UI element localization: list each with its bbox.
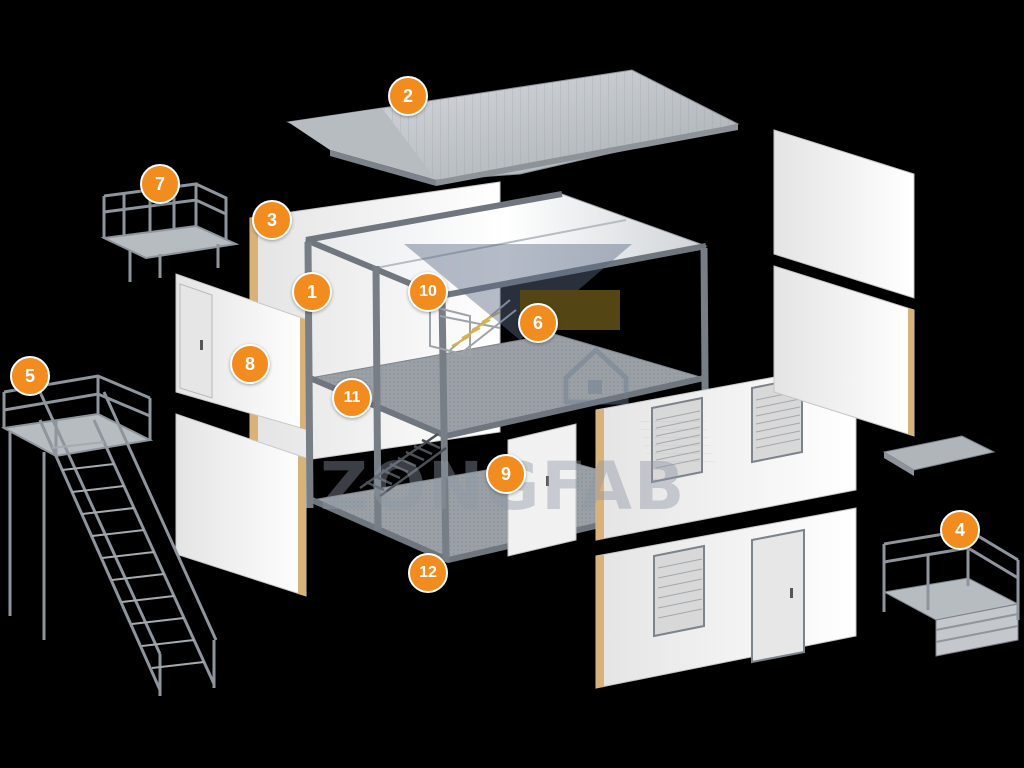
marker-6-stair-railing[interactable]: 6: [518, 303, 558, 343]
marker-10-ceiling-roof-panel[interactable]: 10: [408, 272, 448, 312]
marker-5-external-staircase[interactable]: 5: [10, 356, 50, 396]
balcony-platform-part: [100, 182, 240, 282]
marker-2-roof[interactable]: 2: [388, 76, 428, 116]
entry-steps-part: [882, 528, 1020, 657]
external-staircase-part: [0, 374, 218, 696]
marker-9-interior-door-panel[interactable]: 9: [486, 454, 526, 494]
marker-3-rear-wall-panel[interactable]: 3: [252, 200, 292, 240]
left-lower-wall-panel: [175, 413, 307, 597]
marker-12-floor-base[interactable]: 12: [408, 553, 448, 593]
right-side-wall-panels: [773, 129, 915, 437]
marker-1-frame[interactable]: 1: [292, 272, 332, 312]
marker-4-entry-steps[interactable]: 4: [940, 510, 980, 550]
front-door-wall-panel: [595, 507, 857, 689]
roof-part: [286, 69, 740, 186]
grating-plank: [882, 435, 996, 476]
external-staircase-steps: [51, 441, 205, 669]
marker-11-internal-staircase[interactable]: 11: [332, 378, 372, 418]
marker-7-balcony-platform[interactable]: 7: [140, 164, 180, 204]
marker-8-door-wall-panel[interactable]: 8: [230, 344, 270, 384]
